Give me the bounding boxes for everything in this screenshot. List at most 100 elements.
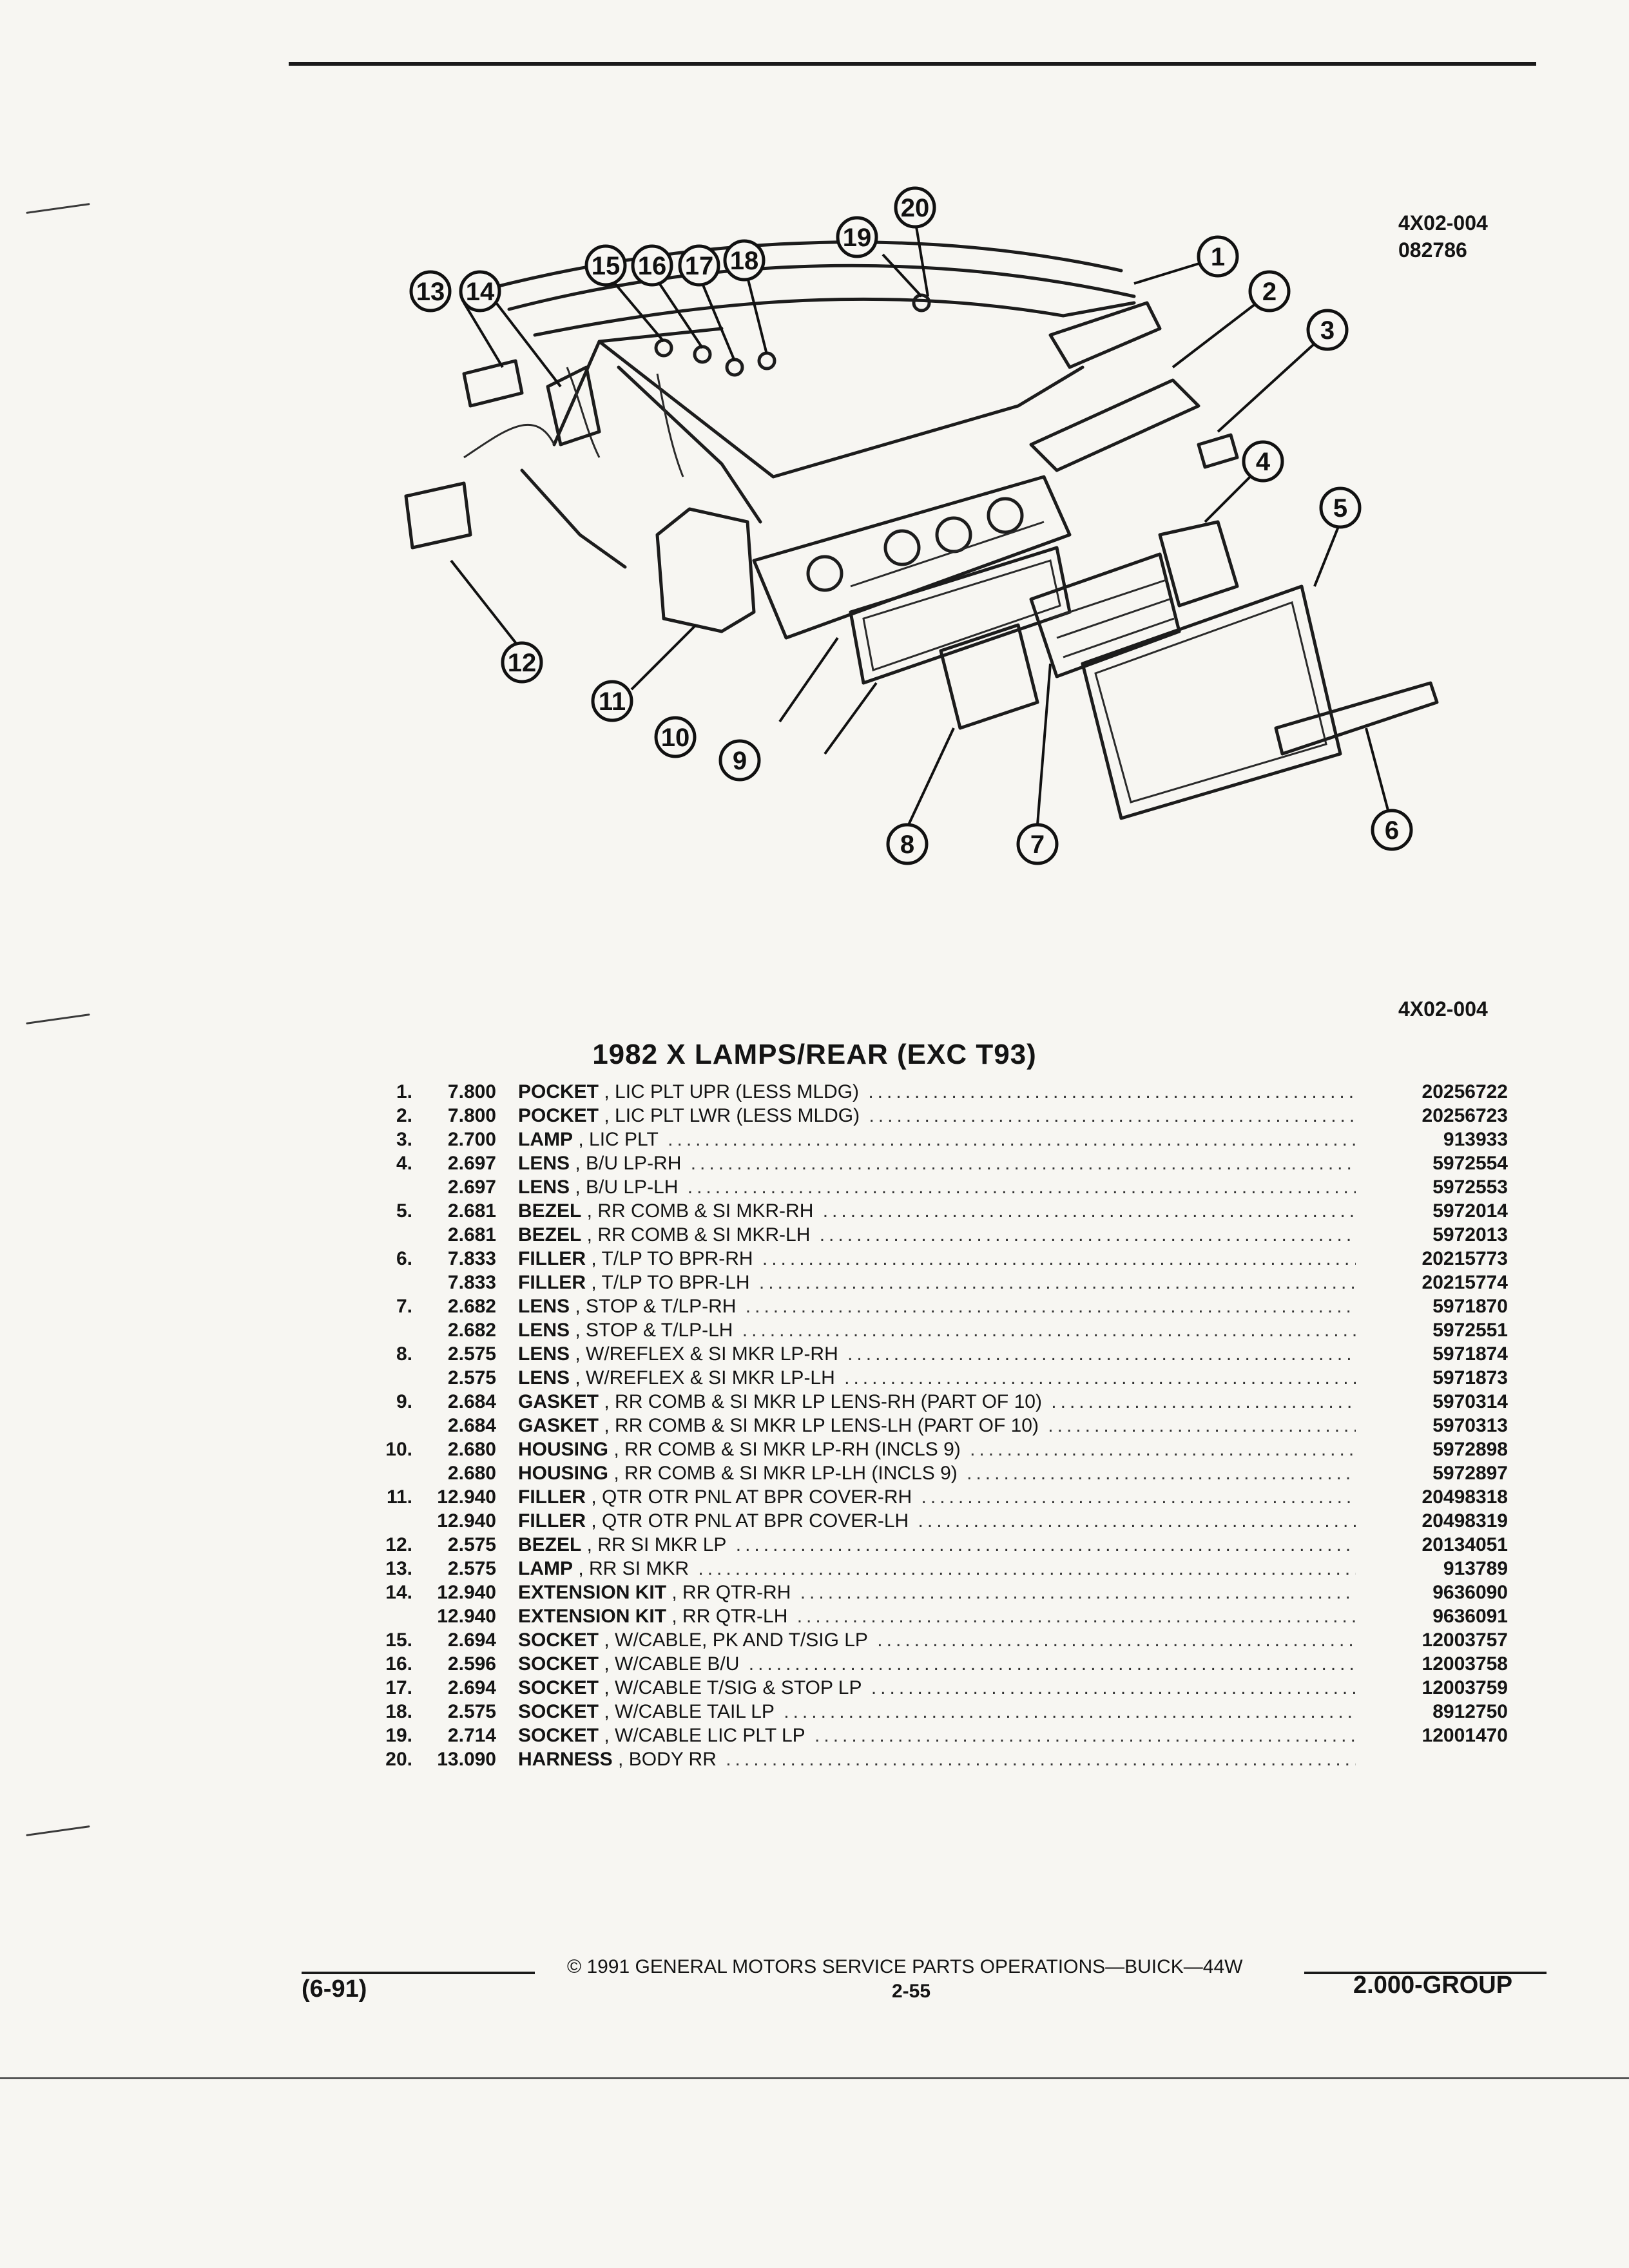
lamp-housing-sketch (655, 475, 1072, 640)
group-code: 12.940 (437, 1606, 496, 1627)
part-description: LENS , B/U LP-RH .......................… (518, 1151, 1356, 1175)
separator: , (599, 1415, 615, 1436)
part-detail: W/CABLE B/U (615, 1653, 740, 1675)
dot-leader: ........................................… (1051, 1391, 1356, 1412)
part-number: 20498319 (1422, 1510, 1508, 1532)
part-detail: RR QTR-LH (682, 1606, 788, 1627)
part-name: EXTENSION KIT (518, 1582, 667, 1603)
dot-leader: ........................................… (822, 1200, 1356, 1222)
part-name: LENS (518, 1177, 570, 1198)
part-number: 5971873 (1432, 1367, 1508, 1389)
item-number: 7. (396, 1296, 412, 1317)
part-description: LENS , W/REFLEX & SI MKR LP-LH .........… (518, 1366, 1356, 1390)
separator: , (666, 1582, 683, 1603)
part-detail: QTR OTR PNL AT BPR COVER-LH (602, 1510, 909, 1532)
svg-text:2: 2 (1262, 278, 1277, 306)
part-name: LAMP (518, 1129, 573, 1150)
callout-14: 14 (459, 270, 501, 312)
header-rule (289, 62, 1536, 66)
part-description: EXTENSION KIT , RR QTR-RH ..............… (518, 1581, 1356, 1604)
part-name: LENS (518, 1153, 570, 1174)
item-number: 18. (385, 1701, 412, 1722)
stop-tail-lens (1029, 552, 1181, 678)
gasket-inner (862, 559, 1061, 671)
page-number: 2-55 (892, 1981, 931, 2002)
backup-lens (1158, 520, 1239, 608)
group-code: 12.940 (437, 1582, 496, 1603)
part-description: FILLER , QTR OTR PNL AT BPR COVER-LH ...… (518, 1509, 1356, 1533)
copyright: © 1991 GENERAL MOTORS SERVICE PARTS OPER… (567, 1956, 1243, 1977)
separator: , (570, 1177, 586, 1198)
svg-text:5: 5 (1333, 494, 1347, 523)
part-number: 5972897 (1432, 1463, 1508, 1484)
dot-leader: ........................................… (762, 1248, 1356, 1269)
part-description: HARNESS , BODY RR ......................… (518, 1747, 1356, 1771)
dot-leader: ........................................… (844, 1367, 1356, 1389)
svg-text:7: 7 (1030, 831, 1045, 859)
part-number: 5971874 (1432, 1343, 1508, 1365)
item-number: 11. (386, 1486, 412, 1508)
part-number: 20498318 (1422, 1486, 1508, 1508)
part-name: EXTENSION KIT (518, 1606, 667, 1627)
item-number: 20. (385, 1749, 412, 1770)
part-number: 9636090 (1432, 1582, 1508, 1603)
parts-row: 2.575 LENS , W/REFLEX & SI MKR LP-LH ....… (361, 1366, 1508, 1390)
license-lamp (1197, 433, 1239, 469)
part-name: SOCKET (518, 1677, 599, 1698)
group-code: 2.681 (447, 1224, 496, 1245)
bottom-edge-rule (0, 2077, 1629, 2079)
section-title: 1982 X LAMPS/REAR (EXC T93) (592, 1039, 1037, 1070)
callout-2: 2 (1248, 270, 1291, 312)
license-pocket-lower (1029, 378, 1200, 472)
dot-leader: ........................................… (918, 1510, 1356, 1532)
part-description: SOCKET , W/CABLE, PK AND T/SIG LP ......… (518, 1628, 1356, 1652)
dot-leader: ........................................… (815, 1725, 1356, 1746)
dot-leader: ........................................… (871, 1677, 1356, 1698)
separator: , (599, 1629, 615, 1651)
group-code: 2.697 (447, 1153, 496, 1174)
part-detail: LIC PLT (589, 1129, 659, 1150)
separator: , (570, 1343, 586, 1365)
group-code: 7.833 (447, 1248, 496, 1269)
item-number: 16. (385, 1653, 412, 1675)
part-name: GASKET (518, 1415, 599, 1436)
callout-13: 13 (409, 270, 452, 312)
group-code: 2.575 (447, 1367, 496, 1389)
stop-tail-lens-grid (1050, 579, 1175, 658)
group-code: 2.684 (447, 1391, 496, 1412)
dot-leader: ........................................… (877, 1629, 1356, 1651)
separator: , (586, 1510, 602, 1532)
part-description: GASKET , RR COMB & SI MKR LP LENS-RH (PA… (518, 1390, 1356, 1414)
dot-leader: ........................................… (690, 1153, 1356, 1174)
part-name: BEZEL (518, 1200, 582, 1222)
dot-leader: ........................................… (668, 1129, 1356, 1150)
group-code: 2.700 (447, 1129, 496, 1150)
footer-rule-right (1304, 1972, 1547, 1974)
dot-leader: ........................................… (967, 1463, 1356, 1484)
svg-text:12: 12 (508, 649, 537, 677)
separator: , (612, 1749, 629, 1770)
svg-text:20: 20 (901, 194, 930, 222)
item-number: 3. (396, 1129, 412, 1150)
part-detail: W/REFLEX & SI MKR LP-RH (586, 1343, 838, 1365)
part-description: HOUSING , RR COMB & SI MKR LP-RH (INCLS … (518, 1437, 1356, 1461)
group-code: 2.575 (447, 1343, 496, 1365)
part-number: 5970314 (1432, 1391, 1508, 1412)
dot-leader: ........................................… (796, 1606, 1356, 1627)
svg-text:16: 16 (638, 252, 667, 280)
separator: , (599, 1677, 615, 1698)
part-description: SOCKET , W/CABLE LIC PLT LP ............… (518, 1724, 1356, 1747)
callout-20: 20 (894, 186, 936, 229)
dot-leader: ........................................… (748, 1653, 1356, 1675)
margin-mark (26, 1825, 90, 1836)
item-number: 5. (396, 1200, 412, 1222)
part-detail: LIC PLT UPR (LESS MLDG) (615, 1081, 860, 1102)
callout-15: 15 (584, 244, 627, 287)
callout-10: 10 (654, 716, 697, 758)
part-detail: T/LP TO BPR-RH (601, 1248, 753, 1269)
